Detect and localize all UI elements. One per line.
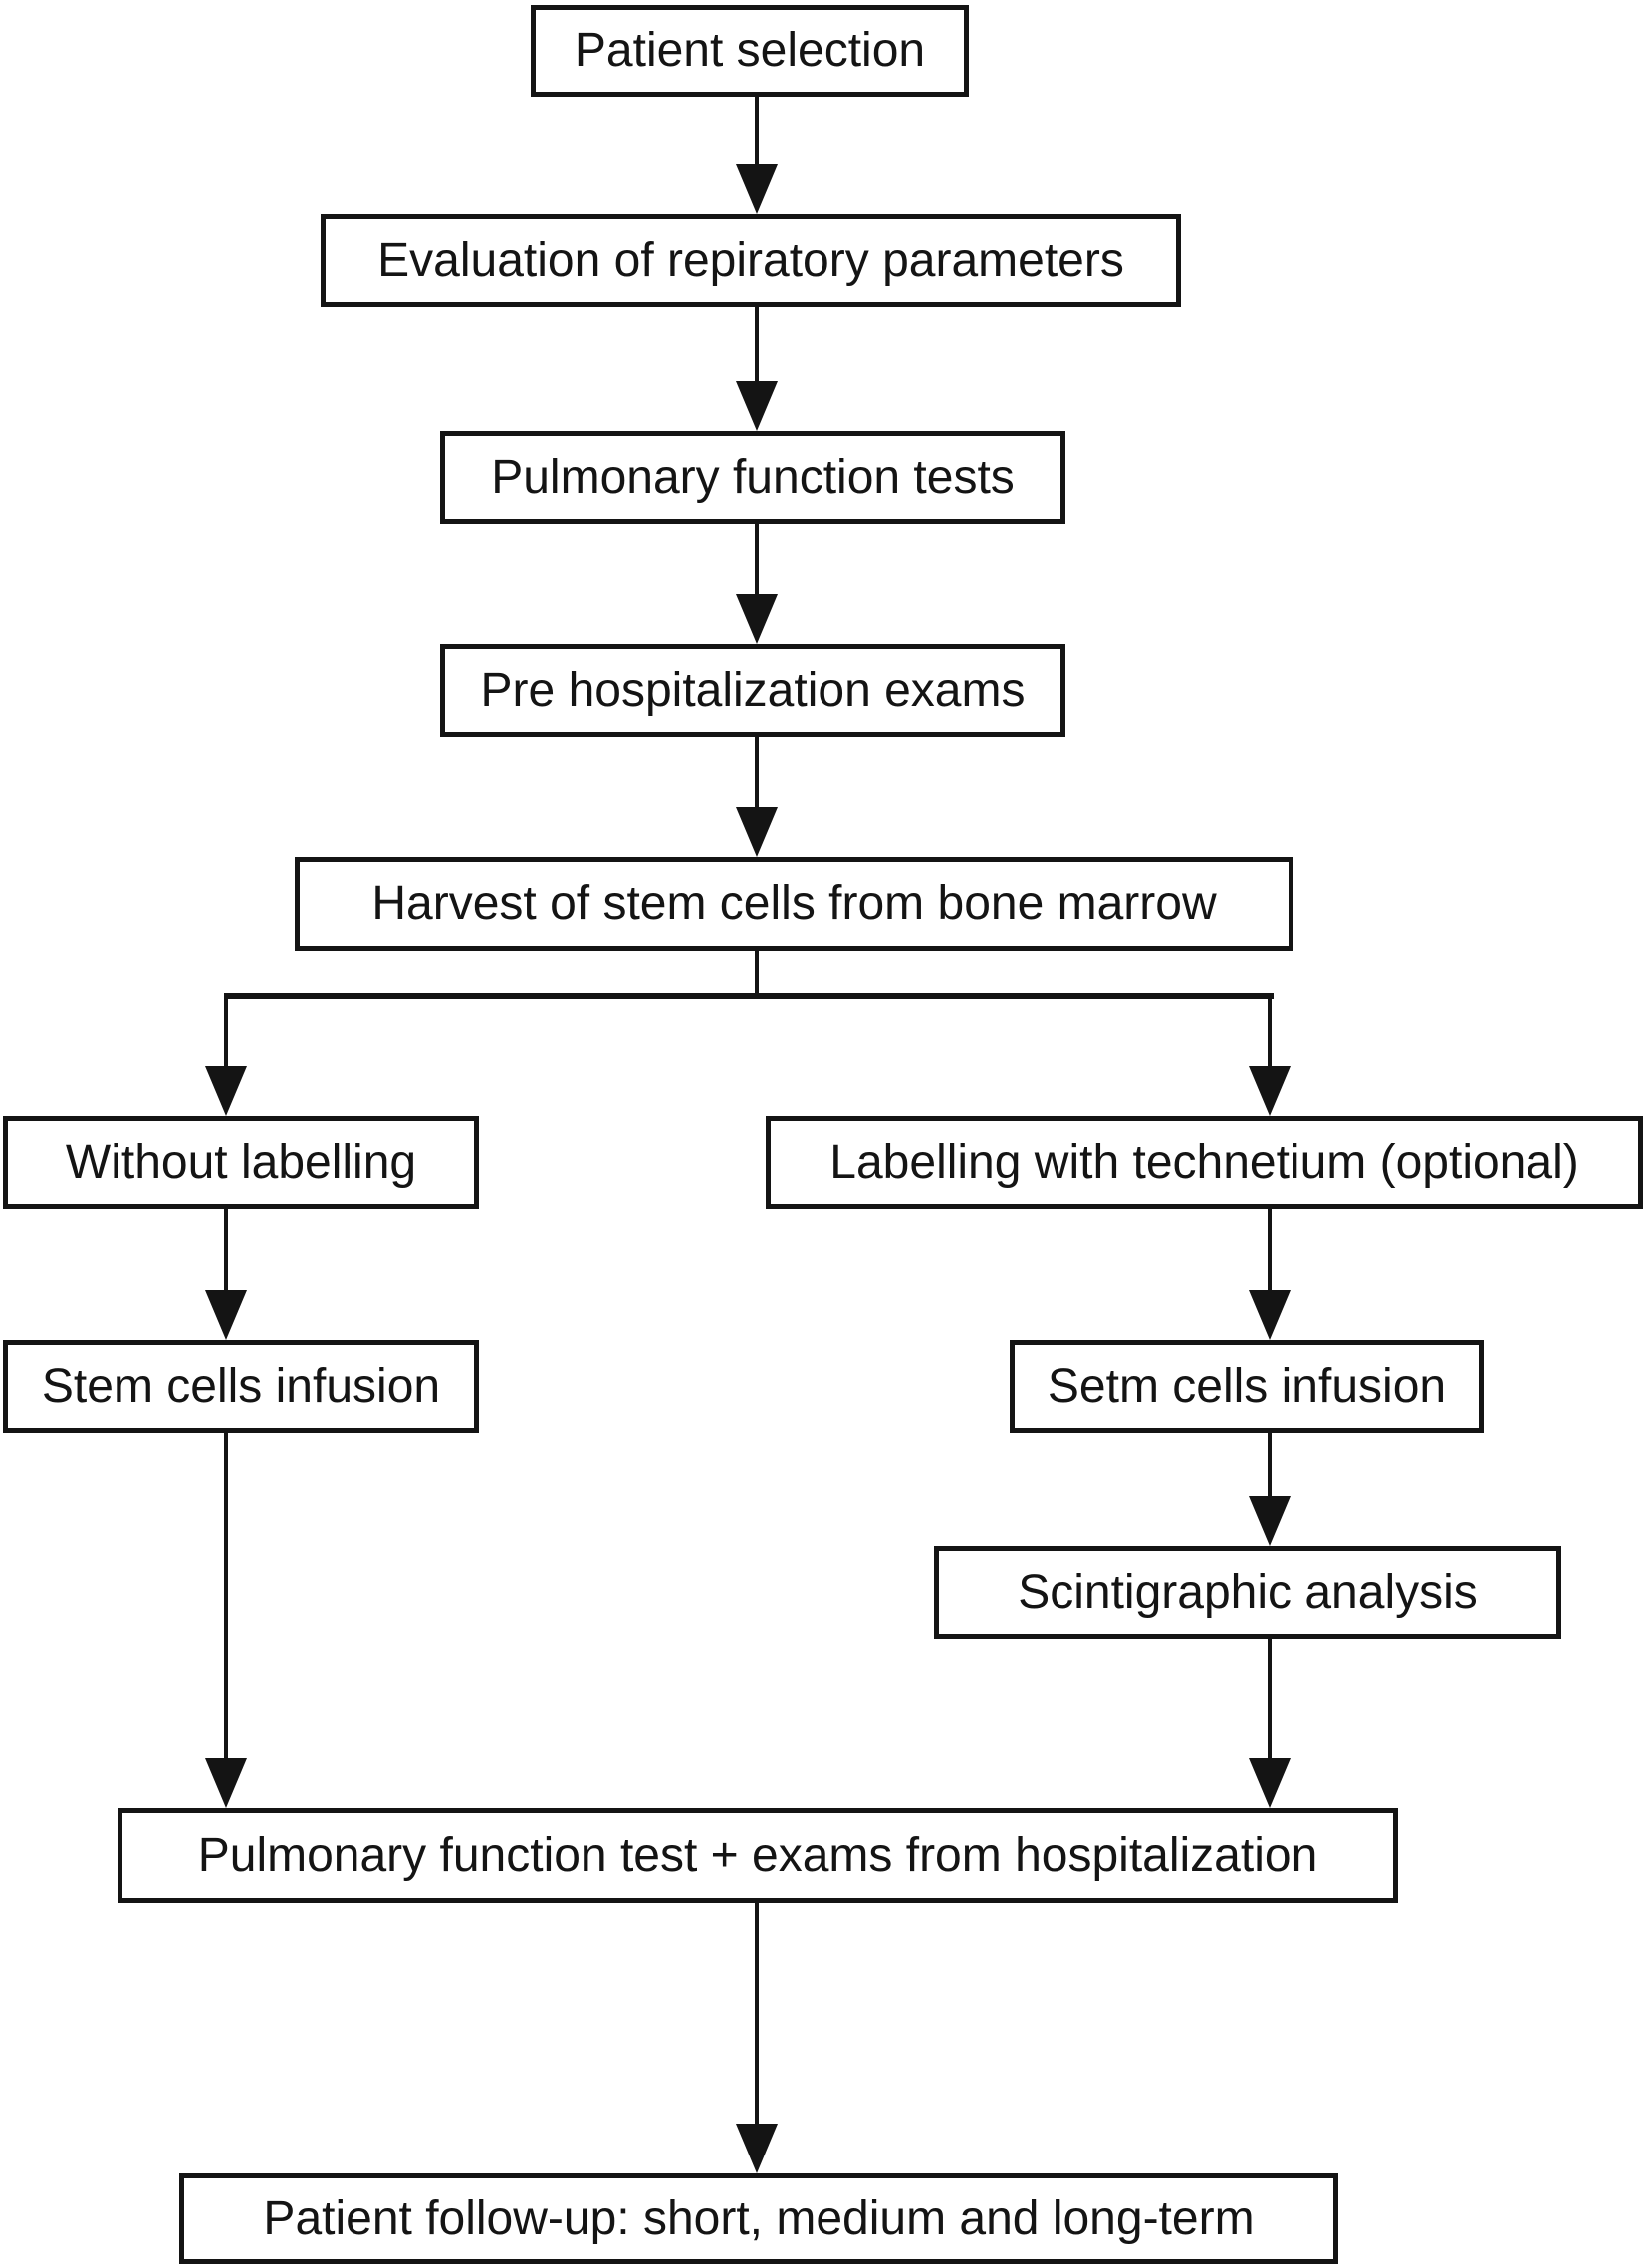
node-harvest-stem-cells: Harvest of stem cells from bone marrow: [295, 857, 1293, 951]
node-labelling-technetium: Labelling with technetium (optional): [766, 1116, 1643, 1209]
arrow-line-branch-to-labelling-technetium: [1268, 996, 1272, 1069]
node-without-labelling: Without labelling: [3, 1116, 479, 1209]
arrow-head-scintigraphic-to-pulm-exams: [1249, 1758, 1291, 1808]
node-patient-selection: Patient selection: [531, 5, 969, 97]
node-pre-hospitalization-exams: Pre hospitalization exams: [440, 644, 1065, 737]
arrow-head-pre-hosp-to-harvest: [736, 807, 778, 857]
arrow-head-stem-infusion-to-pulm-exams: [205, 1758, 247, 1808]
arrow-head-patient-to-evaluation: [736, 164, 778, 214]
node-setm-cells-infusion: Setm cells infusion: [1010, 1340, 1484, 1433]
node-patient-follow-up: Patient follow-up: short, medium and lon…: [179, 2173, 1338, 2264]
node-pulmonary-test-exams-hospitalization: Pulmonary function test + exams from hos…: [118, 1808, 1398, 1903]
node-stem-cells-infusion: Stem cells infusion: [3, 1340, 479, 1433]
arrow-head-branch-to-without-labelling: [205, 1066, 247, 1116]
arrow-head-evaluation-to-pulmonary-tests: [736, 381, 778, 431]
arrow-line-patient-to-evaluation: [755, 97, 759, 166]
arrow-line-branch-to-without-labelling: [224, 996, 228, 1069]
arrow-line-scintigraphic-to-pulm-exams: [1268, 1639, 1272, 1761]
branch-stub-harvest: [755, 951, 759, 999]
arrow-line-stem-infusion-to-pulm-exams: [224, 1433, 228, 1761]
arrow-line-setm-infusion-to-scintigraphic: [1268, 1433, 1272, 1499]
arrow-line-labelling-to-setm-infusion: [1268, 1209, 1272, 1293]
arrow-line-evaluation-to-pulmonary-tests: [755, 307, 759, 384]
node-pulmonary-function-tests: Pulmonary function tests: [440, 431, 1065, 524]
arrow-line-pulm-exams-to-follow-up: [755, 1903, 759, 2127]
branch-horizontal-line: [224, 993, 1274, 999]
arrow-head-branch-to-labelling-technetium: [1249, 1066, 1291, 1116]
node-evaluation-respiratory-parameters: Evaluation of repiratory parameters: [321, 214, 1181, 307]
arrow-head-pulm-exams-to-follow-up: [736, 2124, 778, 2173]
arrow-line-pre-hosp-to-harvest: [755, 737, 759, 810]
arrow-head-pulmonary-tests-to-pre-hosp: [736, 594, 778, 644]
arrow-head-setm-infusion-to-scintigraphic: [1249, 1496, 1291, 1546]
arrow-line-pulmonary-tests-to-pre-hosp: [755, 524, 759, 597]
arrow-head-without-labelling-to-stem-infusion: [205, 1290, 247, 1340]
node-scintigraphic-analysis: Scintigraphic analysis: [934, 1546, 1561, 1639]
arrow-line-without-labelling-to-stem-infusion: [224, 1209, 228, 1293]
arrow-head-labelling-to-setm-infusion: [1249, 1290, 1291, 1340]
